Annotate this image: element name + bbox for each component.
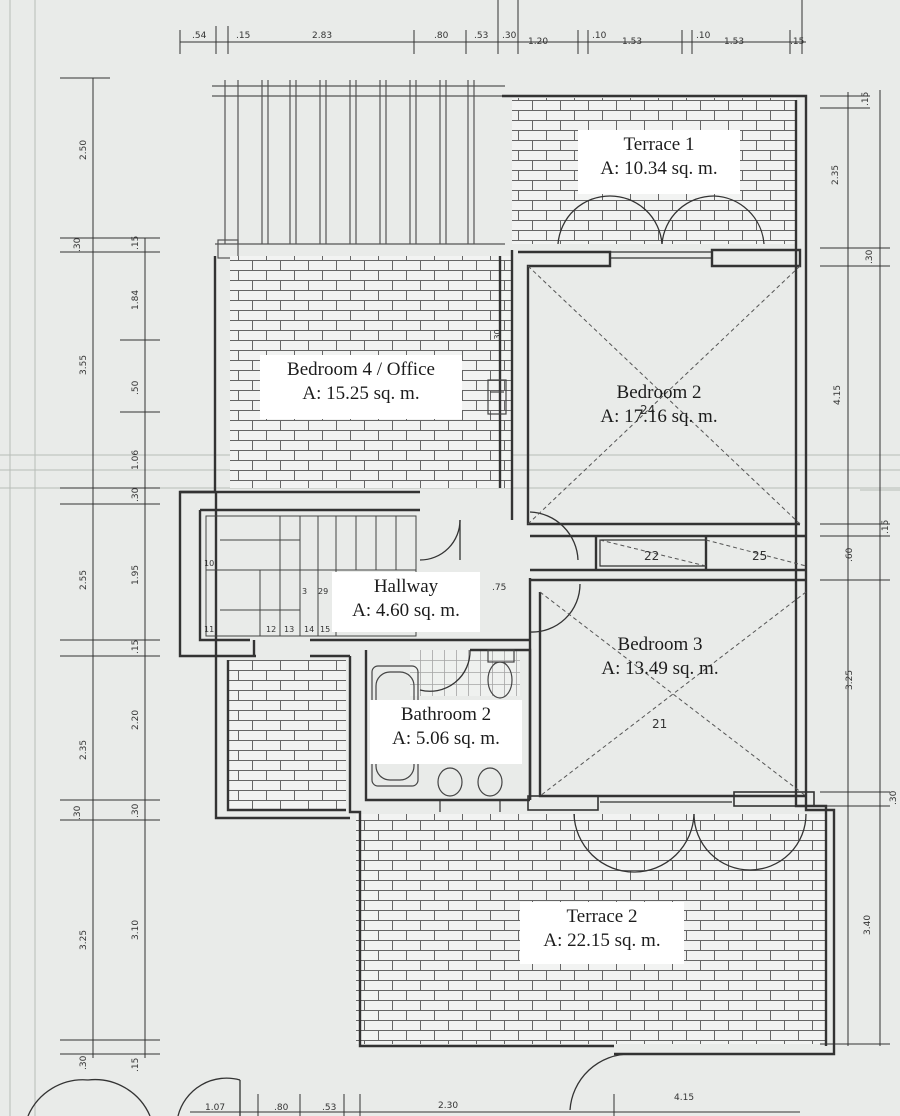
left-dim-4: 2.55 [79, 570, 89, 590]
top-dim-6: .30 [502, 31, 517, 41]
stair-number-10: 10 [204, 559, 214, 568]
small-mark-30: .30 [493, 329, 502, 342]
inner-dim-1: .15 [131, 236, 141, 250]
bedroom4-name: Bedroom 4 / Office [287, 359, 435, 380]
left-dim-3: 3.55 [79, 355, 89, 375]
terrace1-name: Terrace 1 [623, 134, 695, 155]
top-dim-7: 1.20 [528, 37, 548, 47]
room-number-25: 25 [752, 549, 767, 563]
top-dim-9: 1.53 [622, 37, 642, 47]
top-dim-8: .10 [592, 31, 607, 41]
inner-dim-8: 2.20 [131, 710, 141, 730]
room-diagonals [527, 265, 807, 797]
left-dimension-lines [60, 77, 160, 1058]
stair-number-11: 11 [204, 625, 214, 634]
top-dim-2: .15 [236, 31, 250, 41]
inner-dim-5: .30 [131, 487, 141, 502]
terrace1-label: Terrace 1 A: 10.34 sq. m. [578, 130, 740, 194]
right-dim-7: 3.25 [845, 670, 855, 690]
left-dim-2: .30 [73, 237, 83, 252]
right-dim-6: .60 [845, 547, 855, 562]
right-dim-1: .15 [861, 92, 871, 106]
bedroom2-area: A: 17.16 sq. m. [600, 406, 718, 427]
right-dimension-line [820, 90, 890, 1046]
walls [178, 94, 836, 1056]
left-dim-5: 2.35 [79, 740, 89, 760]
bottom-dim-1: 1.07 [205, 1103, 225, 1113]
terrace2-name: Terrace 2 [566, 906, 638, 927]
inner-dim-10: 3.10 [131, 920, 141, 940]
bottom-dim-4: 2.30 [438, 1101, 458, 1111]
top-dim-10: .10 [696, 31, 711, 41]
bottom-dimension-line [190, 1094, 800, 1116]
top-dim-4: .80 [434, 31, 449, 41]
inner-dim-6: 1.95 [131, 565, 141, 585]
left-dim-6: .30 [73, 805, 83, 820]
right-dim-5: .15 [881, 520, 891, 534]
inner-dim-7: .15 [131, 640, 141, 654]
bottom-dim-3: .53 [322, 1103, 336, 1113]
stair-number-14: 14 [304, 625, 314, 634]
inner-dim-2: 1.84 [131, 290, 141, 310]
bedroom2-name: Bedroom 2 [616, 382, 702, 403]
room-number-21: 21 [652, 717, 667, 731]
terrace1-area: A: 10.34 sq. m. [600, 158, 718, 179]
room-number-22: 22 [644, 549, 659, 563]
bedroom4-label: Bedroom 4 / Office A: 15.25 sq. m. [260, 355, 462, 419]
bottom-dim-5: 4.15 [674, 1093, 694, 1103]
terrace2-label: Terrace 2 A: 22.15 sq. m. [520, 902, 684, 964]
hallway-label: Hallway A: 4.60 sq. m. [332, 572, 480, 632]
inner-dim-4: 1.06 [131, 450, 141, 470]
door-swings [27, 195, 807, 1116]
top-dim-3: 2.83 [312, 31, 332, 41]
top-dimension-line [179, 0, 806, 54]
right-dim-4: 4.15 [833, 385, 843, 405]
bedroom4-area: A: 15.25 sq. m. [302, 383, 420, 404]
right-dim-2: 2.35 [831, 165, 841, 185]
stair-number-3: 3 [302, 587, 307, 596]
right-dim-8: .30 [889, 790, 899, 805]
inner-dim-11: .15 [131, 1058, 141, 1072]
top-dim-12: .15 [790, 37, 804, 47]
bedroom2-label: Bedroom 2 A: 17.16 sq. m. [574, 378, 744, 438]
bedroom3-name: Bedroom 3 [617, 634, 703, 655]
left-dim-8: .30 [79, 1055, 89, 1070]
bedroom3-area: A: 13.49 sq. m. [601, 658, 719, 679]
lower-left-brick [228, 660, 346, 810]
left-dim-7: 3.25 [79, 930, 89, 950]
hallway-name: Hallway [373, 576, 439, 597]
bathroom-tiles [410, 650, 520, 696]
bedroom3-label: Bedroom 3 A: 13.49 sq. m. [574, 630, 746, 690]
bathroom2-area: A: 5.06 sq. m. [392, 728, 500, 749]
inner-dim-3: .50 [131, 380, 141, 395]
bathroom2-label: Bathroom 2 A: 5.06 sq. m. [370, 700, 522, 764]
pergola [212, 80, 505, 259]
stair-number-13: 13 [284, 625, 294, 634]
small-mark-75: .75 [492, 583, 506, 593]
top-dim-5: .53 [474, 31, 488, 41]
top-dim-11: 1.53 [724, 37, 744, 47]
bottom-dim-2: .80 [274, 1103, 289, 1113]
bathroom-fixtures [371, 379, 515, 797]
inner-dim-9: .30 [131, 803, 141, 818]
left-dim-1: 2.50 [79, 140, 89, 160]
hallway-area: A: 4.60 sq. m. [352, 600, 460, 621]
room-number-24: 24 [640, 403, 655, 417]
right-dim-3: .30 [865, 249, 875, 264]
right-dim-9: 3.40 [863, 915, 873, 935]
stair-number-15: 15 [320, 625, 330, 634]
terrace2-area: A: 22.15 sq. m. [543, 930, 661, 951]
bathroom2-name: Bathroom 2 [400, 704, 492, 725]
stair-number-29: 29 [318, 587, 328, 596]
stair-number-12: 12 [266, 625, 276, 634]
top-dim-1: .54 [192, 31, 207, 41]
